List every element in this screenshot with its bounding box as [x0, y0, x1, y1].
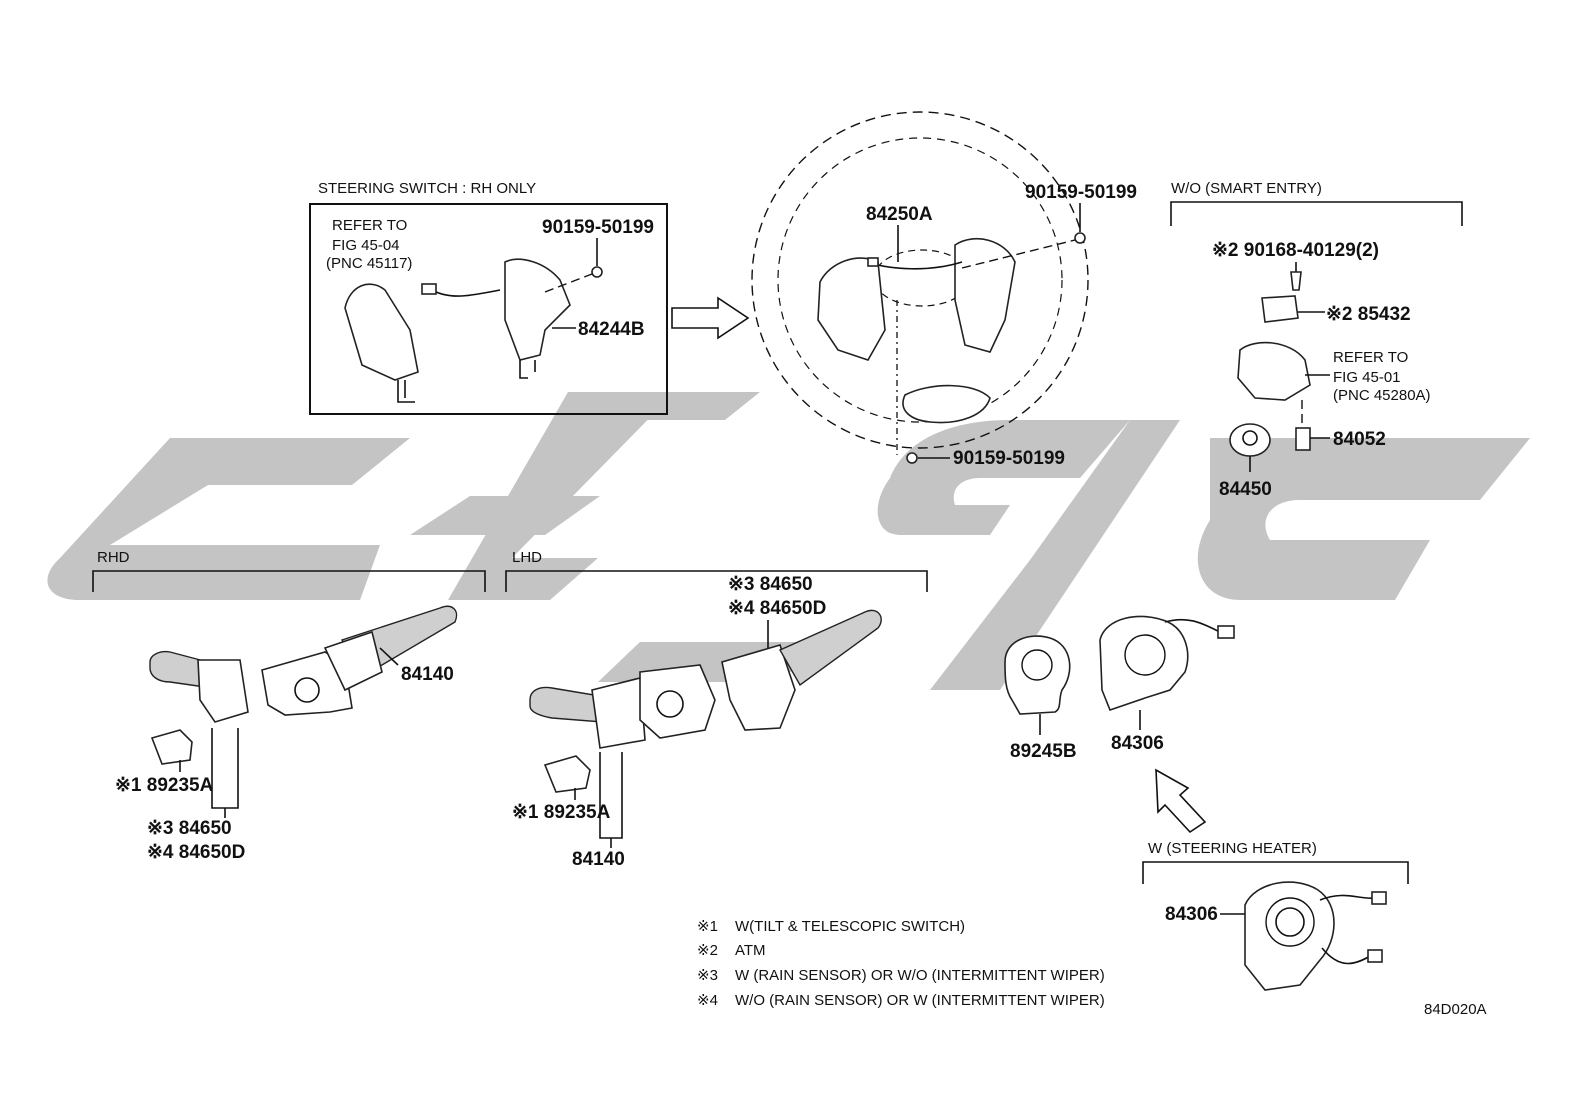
ignition-switch-body-icon [1237, 341, 1311, 401]
lhd-group: LHD ※3 84650 ※4 84650D ※1 89235A 84140 [505, 549, 928, 870]
note-1-text: W(TILT & TELESCOPIC SWITCH) [735, 918, 965, 935]
rhd-part-89235A: ※1 89235A [115, 775, 214, 796]
part-84306: 84306 [1111, 733, 1164, 754]
combination-switch-body-icon [639, 664, 716, 739]
part-85432: ※2 85432 [1326, 304, 1411, 325]
figure-code: 84D020A [1424, 1001, 1487, 1018]
ignition-switch-icon [1229, 423, 1271, 457]
screw-icon [1074, 232, 1086, 244]
wiper-switch-lever-icon [779, 609, 882, 687]
note-2-mark: ※2 [697, 942, 718, 959]
smart-entry-group: W/O (SMART ENTRY) ※2 90168-40129(2) ※2 8… [1170, 180, 1463, 500]
screw-icon [906, 452, 918, 464]
lhd-part-89235A: ※1 89235A [512, 802, 611, 823]
arrow-up-icon [1155, 768, 1207, 834]
right-spoke-switch-icon [954, 237, 1016, 353]
note-2-text: ATM [735, 942, 766, 959]
steering-heater-group: W (STEERING HEATER) 84306 [1142, 840, 1409, 991]
ref1-line1: REFER TO [332, 217, 407, 234]
rhd-group: RHD 84140 ※1 89235A ※3 84650 ※4 84650D [92, 549, 486, 863]
lhd-part-84650: ※3 84650 [728, 574, 813, 595]
section-title-steering-switch: STEERING SWITCH : RH ONLY [318, 180, 536, 197]
section-title-rhd: RHD [97, 549, 130, 566]
column-cover-icon [344, 283, 419, 381]
section-title-w-steering-heater: W (STEERING HEATER) [1148, 840, 1317, 857]
note-3-text: W (RAIN SENSOR) OR W/O (INTERMITTENT WIP… [735, 967, 1105, 984]
part-90159-50199-c: 90159-50199 [953, 448, 1065, 469]
notes-legend: ※1 W(TILT & TELESCOPIC SWITCH) ※2 ATM ※3… [697, 918, 1105, 1009]
note-4-text: W/O (RAIN SENSOR) OR W (INTERMITTENT WIP… [735, 992, 1105, 1009]
rhd-part-84650: ※3 84650 [147, 818, 232, 839]
spiral-cable-group: 89245B 84306 [1004, 615, 1235, 834]
section-title-wo-smart-entry: W/O (SMART ENTRY) [1171, 180, 1322, 197]
part-90159-50199-b: 90159-50199 [1025, 182, 1137, 203]
part-84052: 84052 [1333, 429, 1386, 450]
key-unlock-warning-switch-icon [1295, 427, 1311, 451]
rhd-part-84650D: ※4 84650D [147, 842, 245, 863]
ref1-line2: FIG 45-04 [332, 237, 400, 254]
ref2-line3: (PNC 45280A) [1333, 387, 1431, 404]
note-3-mark: ※3 [697, 967, 718, 984]
tilt-telescopic-switch-icon [543, 755, 591, 793]
arrow-right-icon [671, 296, 750, 340]
part-84450: 84450 [1219, 479, 1272, 500]
part-84250A: 84250A [866, 204, 933, 225]
steering-switch-group: STEERING SWITCH : RH ONLY REFER TO FIG 4… [309, 180, 668, 415]
lhd-part-84140: 84140 [572, 849, 625, 870]
part-84244B: 84244B [578, 319, 645, 340]
ref2-line2: FIG 45-01 [1333, 369, 1401, 386]
steering-switch-icon [504, 258, 571, 361]
section-title-lhd: LHD [512, 549, 542, 566]
heater-part-84306: 84306 [1165, 904, 1218, 925]
note-4-mark: ※4 [697, 992, 718, 1009]
part-89245B: 89245B [1010, 741, 1077, 762]
left-spoke-switch-icon [817, 257, 886, 361]
headlight-switch-lever-icon [529, 686, 603, 723]
part-90168-40129: ※2 90168-40129(2) [1212, 240, 1379, 261]
ref2-line1: REFER TO [1333, 349, 1408, 366]
key-interlock-solenoid-icon [1261, 295, 1299, 323]
lhd-part-84650D: ※4 84650D [728, 598, 826, 619]
tilt-telescopic-switch-icon [150, 729, 193, 765]
ref1-line3: (PNC 45117) [326, 255, 412, 272]
note-1-mark: ※1 [697, 918, 718, 935]
rhd-part-84140: 84140 [401, 664, 454, 685]
part-90159-50199-a: 90159-50199 [542, 217, 654, 238]
steering-wheel-group: 84250A 90159-50199 90159-50199 [751, 111, 1137, 469]
screw-icon [591, 266, 603, 278]
